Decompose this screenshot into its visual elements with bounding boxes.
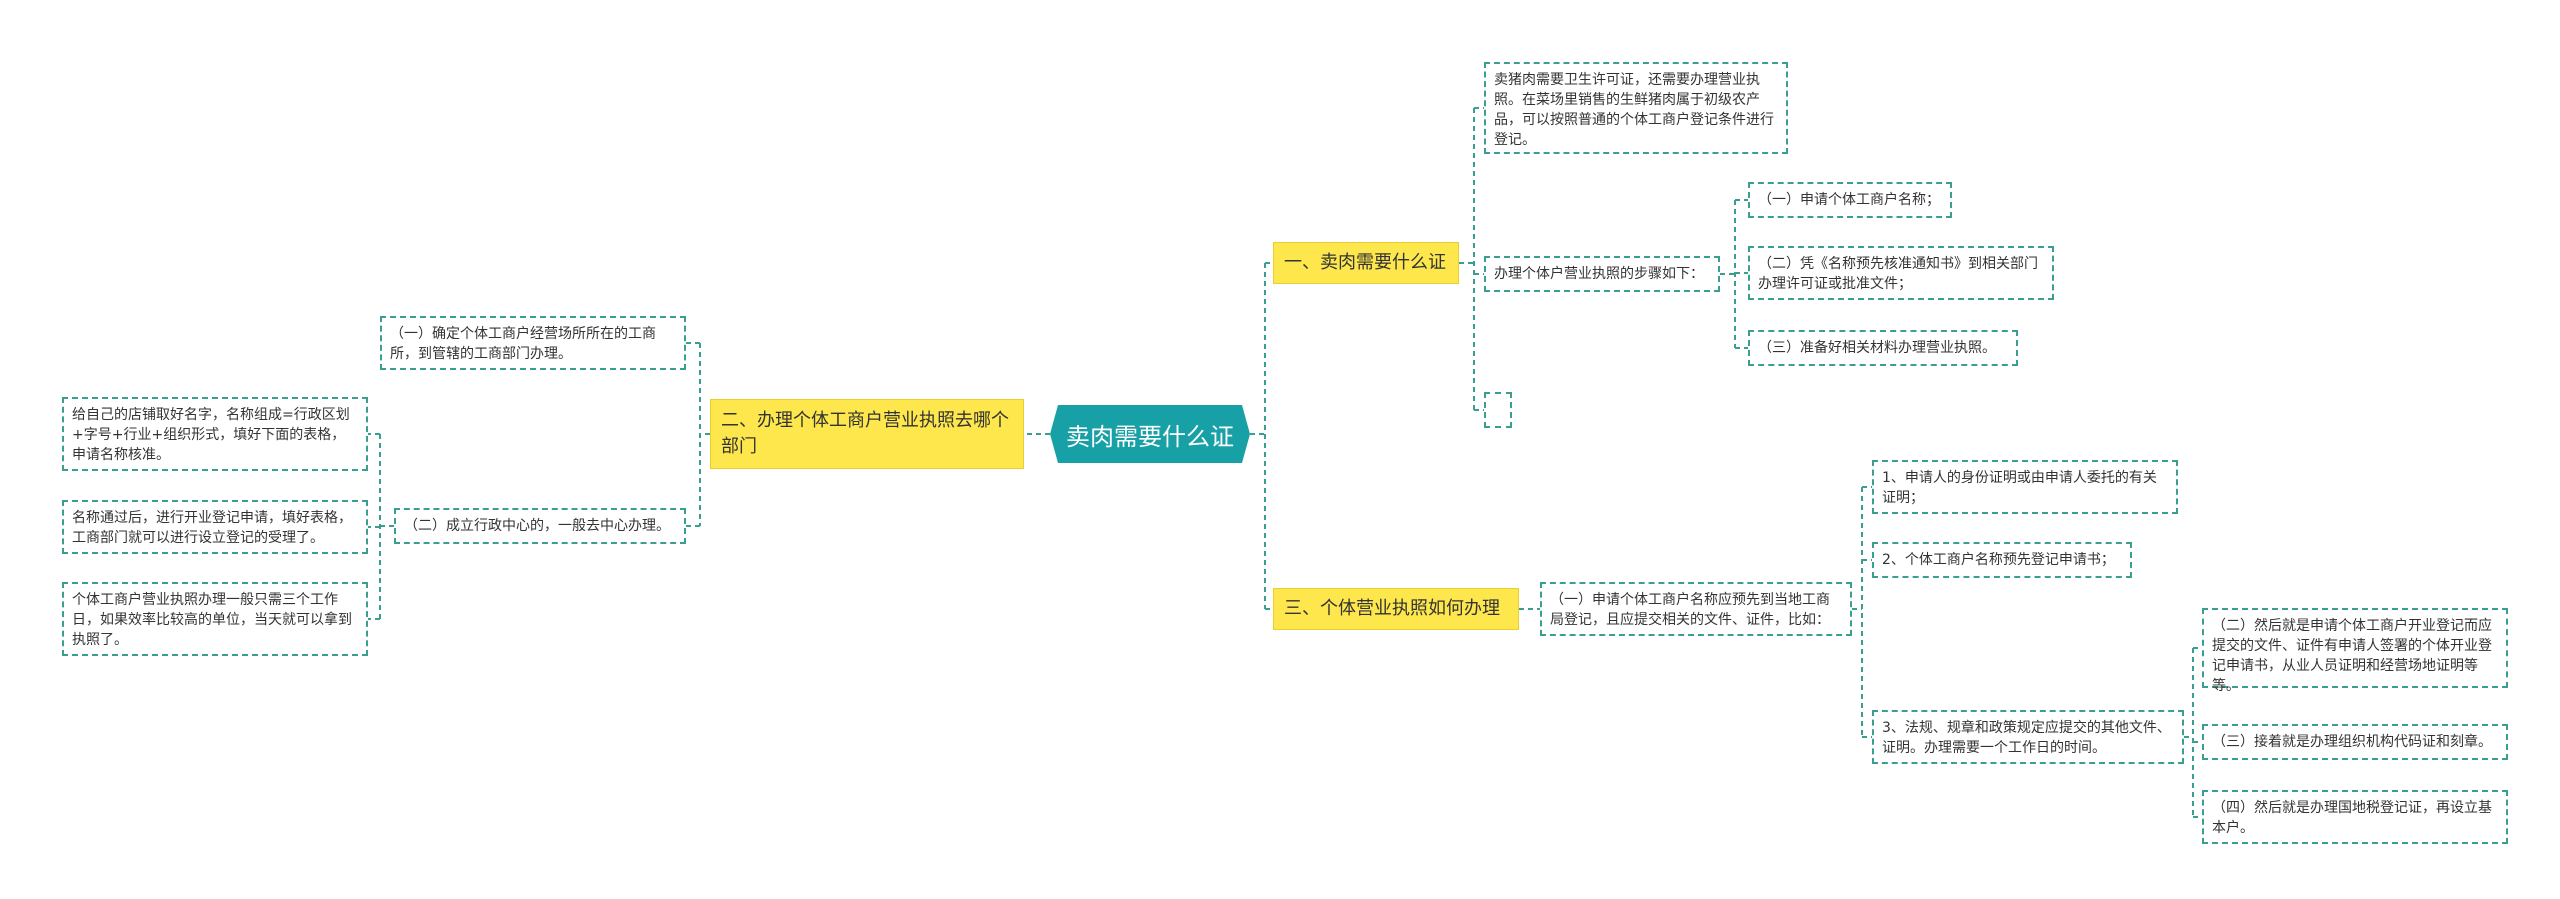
leaf-text: （三）准备好相关材料办理营业执照。 <box>1758 340 1996 356</box>
leaf-text: 名称通过后，进行开业登记申请，填好表格，工商部门就可以进行设立登记的受理了。 <box>72 510 352 546</box>
leaf-three-days[interactable]: 个体工商户营业执照办理一般只需三个工作日，如果效率比较高的单位，当天就可以拿到执… <box>62 582 368 656</box>
leaf-step-1[interactable]: （一）申请个体工商户名称； <box>1748 182 1952 218</box>
leaf-text: （三）接着就是办理组织机构代码证和刻章。 <box>2212 734 2492 750</box>
root-label: 卖肉需要什么证 <box>1066 422 1234 451</box>
leaf-text: 1、申请人的身份证明或由申请人委托的有关证明； <box>1882 470 2157 506</box>
leaf-step-2[interactable]: （二）凭《名称预先核准通知书》到相关部门办理许可证或批准文件； <box>1748 246 2054 300</box>
leaf-text: （一）申请个体工商户名称应预先到当地工商局登记，且应提交相关的文件、证件，比如： <box>1550 592 1830 628</box>
leaf-name-registration[interactable]: （一）申请个体工商户名称应预先到当地工商局登记，且应提交相关的文件、证件，比如： <box>1540 582 1852 636</box>
leaf-text: 给自己的店铺取好名字，名称组成=行政区划+字号+行业+组织形式，填好下面的表格，… <box>72 407 350 463</box>
leaf-admin-center[interactable]: （二）成立行政中心的，一般去中心办理。 <box>394 508 686 544</box>
leaf-text: 3、法规、规章和政策规定应提交的其他文件、证明。办理需要一个工作日的时间。 <box>1882 720 2171 756</box>
root-topic[interactable]: 卖肉需要什么证 <box>1050 405 1250 463</box>
topic-how-to-apply[interactable]: 三、个体营业执照如何办理 <box>1273 588 1519 630</box>
leaf-text: 2、个体工商户名称预先登记申请书； <box>1882 552 2115 568</box>
leaf-text: （一）确定个体工商户经营场所所在的工商所，到管辖的工商部门办理。 <box>390 326 656 362</box>
topic-label: 二、办理个体工商户营业执照去哪个部门 <box>721 410 1009 457</box>
leaf-org-code[interactable]: （三）接着就是办理组织机构代码证和刻章。 <box>2202 724 2508 760</box>
leaf-steps[interactable]: 办理个体户营业执照的步骤如下： <box>1484 256 1720 292</box>
leaf-text: （二）成立行政中心的，一般去中心办理。 <box>404 518 670 534</box>
leaf-tax-registration[interactable]: （四）然后就是办理国地税登记证，再设立基本户。 <box>2202 790 2508 844</box>
leaf-text: （二）然后就是申请个体工商户开业登记而应提交的文件、证件有申请人签署的个体开业登… <box>2212 618 2492 694</box>
leaf-id-proof[interactable]: 1、申请人的身份证明或由申请人委托的有关证明； <box>1872 460 2178 514</box>
leaf-name-shop[interactable]: 给自己的店铺取好名字，名称组成=行政区划+字号+行业+组织形式，填好下面的表格，… <box>62 397 368 471</box>
leaf-local-office[interactable]: （一）确定个体工商户经营场所所在的工商所，到管辖的工商部门办理。 <box>380 316 686 370</box>
leaf-other-docs[interactable]: 3、法规、规章和政策规定应提交的其他文件、证明。办理需要一个工作日的时间。 <box>1872 710 2184 764</box>
leaf-text: （二）凭《名称预先核准通知书》到相关部门办理许可证或批准文件； <box>1758 256 2038 292</box>
leaf-application-form[interactable]: 2、个体工商户名称预先登记申请书； <box>1872 542 2132 578</box>
leaf-text: 卖猪肉需要卫生许可证，还需要办理营业执照。在菜场里销售的生鲜猪肉属于初级农产品，… <box>1494 72 1774 148</box>
leaf-empty[interactable] <box>1484 392 1512 428</box>
leaf-license-desc[interactable]: 卖猪肉需要卫生许可证，还需要办理营业执照。在菜场里销售的生鲜猪肉属于初级农产品，… <box>1484 62 1788 154</box>
leaf-text: 个体工商户营业执照办理一般只需三个工作日，如果效率比较高的单位，当天就可以拿到执… <box>72 592 352 648</box>
leaf-registration[interactable]: 名称通过后，进行开业登记申请，填好表格，工商部门就可以进行设立登记的受理了。 <box>62 500 368 554</box>
topic-label: 三、个体营业执照如何办理 <box>1284 598 1500 619</box>
leaf-text: 办理个体户营业执照的步骤如下： <box>1494 266 1704 282</box>
topic-label: 一、卖肉需要什么证 <box>1284 252 1446 273</box>
leaf-step-3[interactable]: （三）准备好相关材料办理营业执照。 <box>1748 330 2018 366</box>
leaf-opening-registration[interactable]: （二）然后就是申请个体工商户开业登记而应提交的文件、证件有申请人签署的个体开业登… <box>2202 608 2508 694</box>
topic-which-department[interactable]: 二、办理个体工商户营业执照去哪个部门 <box>710 399 1024 469</box>
leaf-text: （一）申请个体工商户名称； <box>1758 192 1940 208</box>
leaf-text: （四）然后就是办理国地税登记证，再设立基本户。 <box>2212 800 2492 836</box>
topic-meat-license[interactable]: 一、卖肉需要什么证 <box>1273 242 1459 284</box>
